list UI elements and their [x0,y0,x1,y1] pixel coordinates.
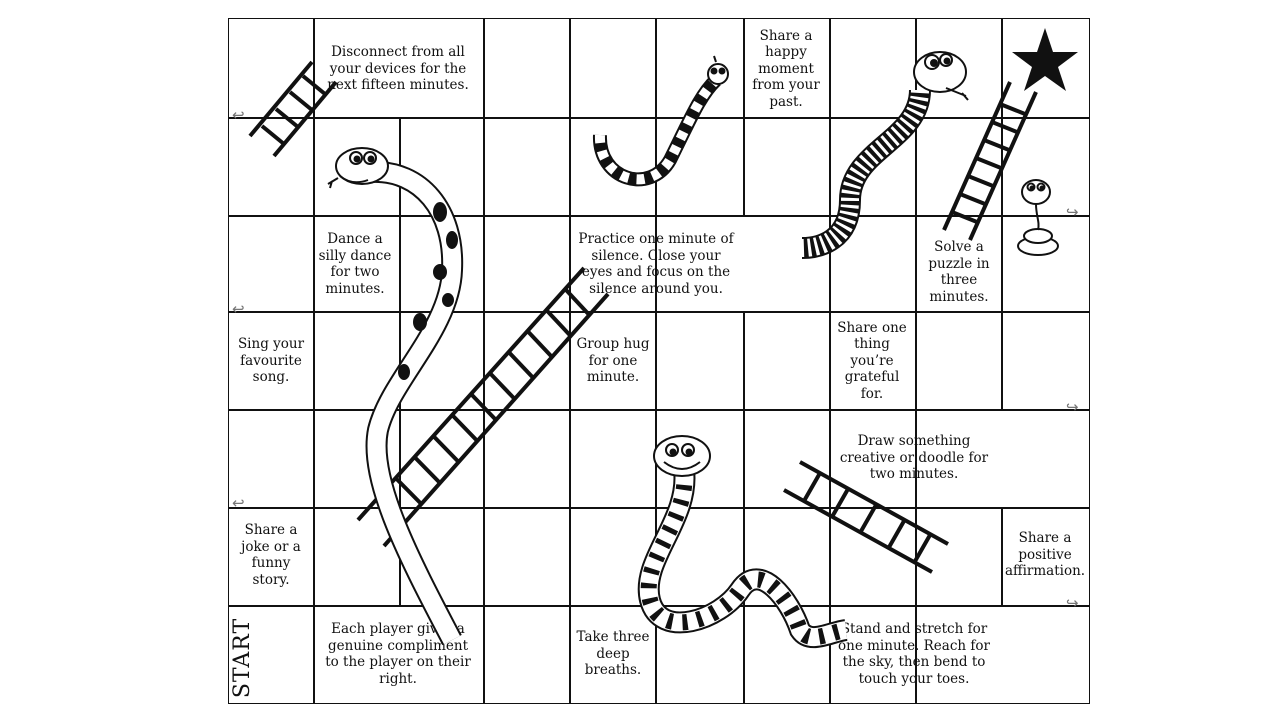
board-cell [400,118,484,216]
board-cell [830,508,916,606]
board-cell [656,410,744,508]
board-cell [916,118,1002,216]
task-puzzle: Solve a puzzle in three minutes. [928,239,990,305]
turn-arrow-icon: ↪ [1066,398,1079,416]
board-cell [400,312,484,410]
board-cell [744,118,830,216]
task-happy-moment: Share a happy moment from your past. [752,27,820,110]
board-cell [400,216,484,312]
task-breaths: Take three deep breaths. [576,629,650,679]
board-cell [830,216,916,312]
task-compliment: Each player gives a genuine compliment t… [325,621,471,687]
task-draw: Draw something creative or doodle for tw… [839,433,989,483]
board-cell [656,216,830,312]
task-group-hug: Group hug for one minute. [576,336,650,386]
task-joke: Share a joke or a funny story. [241,522,301,588]
board-cell [228,118,314,216]
board-cell [314,118,400,216]
board-cell [656,118,744,216]
board-cell [228,216,314,312]
board-cell [1002,312,1090,410]
board-cell [570,508,656,606]
task-dance: Dance a silly dance for two minutes. [318,231,392,297]
board-cell [314,410,400,508]
board-cell [916,606,1090,704]
board-cell [228,606,314,704]
board-cell [484,216,570,312]
turn-arrow-icon: ↩ [232,106,245,124]
board-cell [1002,216,1090,312]
board-cell [484,312,570,410]
board-cell [484,410,570,508]
turn-arrow-icon: ↪ [1066,594,1079,612]
board-cell [744,508,830,606]
board-cell [570,18,656,118]
board-cell [656,312,744,410]
task-silence: Practice one minute of silence. Close yo… [578,231,734,297]
board-cell [656,18,744,118]
board-cell [570,410,656,508]
board-cell [228,508,314,606]
task-sing: Sing your favourite song. [237,336,305,386]
board-cell [484,18,570,118]
board-cell [484,508,570,606]
board-cell [916,312,1002,410]
board-cell [228,312,314,410]
turn-arrow-icon: ↩ [232,494,245,512]
board-cell [314,312,400,410]
board-cell [228,410,314,508]
board-cell [744,410,830,508]
board-cell [744,312,830,410]
board-cell [400,508,484,606]
board-cell [744,606,830,704]
board-cell [1002,118,1090,216]
task-stretch: Stand and stretch for one minute. Reach … [838,621,990,687]
board-cell [1002,508,1090,606]
board-cell [656,606,744,704]
board-cell [484,118,570,216]
turn-arrow-icon: ↪ [1066,203,1079,221]
task-affirmation: Share a positive affirmation. [1004,530,1086,580]
start-label: START [229,617,255,699]
board-cell [228,18,314,118]
board-cell [830,118,916,216]
task-disconnect: Disconnect from all your devices for the… [327,44,469,94]
board-cell [830,312,916,410]
board-cell [570,118,656,216]
board-cell [1002,18,1090,118]
board-cell [400,410,484,508]
board-cell [916,508,1002,606]
board-cell [484,606,570,704]
turn-arrow-icon: ↩ [232,300,245,318]
board-cell [916,18,1002,118]
board-cell [314,18,484,118]
board-cell [830,18,916,118]
board-cell [656,508,744,606]
board-cell [314,508,400,606]
task-grateful: Share one thing you’re grateful for. [837,319,907,402]
